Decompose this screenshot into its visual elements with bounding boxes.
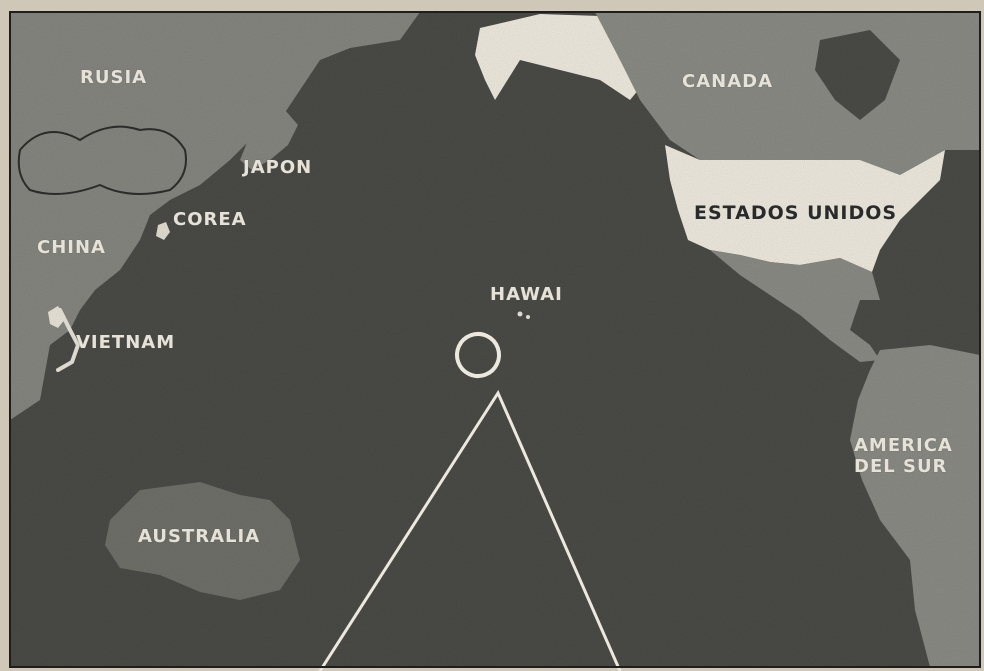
hawaii-island <box>526 315 530 319</box>
korea-land <box>156 222 170 240</box>
triangle-marker <box>318 389 622 671</box>
label-australia: AUSTRALIA <box>138 526 261 547</box>
china-outline <box>17 125 187 195</box>
usa-land <box>665 145 945 272</box>
japan-land <box>240 110 298 170</box>
label-hawai: HAWAI <box>490 284 563 305</box>
label-corea: COREA <box>173 209 247 230</box>
hainan-land <box>48 306 66 328</box>
label-vietnam: VIETNAM <box>76 332 176 353</box>
hudson-bay <box>815 30 900 120</box>
asia-landmass <box>10 12 420 420</box>
hawaii-island <box>517 311 523 317</box>
label-america-line-2: DEL SUR <box>854 455 948 477</box>
label-china: CHINA <box>37 237 106 258</box>
australia-land <box>105 482 300 600</box>
ring-outline-marker <box>455 332 501 378</box>
vietnam-coast <box>56 308 81 372</box>
label-america-line-1: AMERICA <box>854 435 953 456</box>
central-america-land <box>710 250 880 362</box>
label-canada: CANADA <box>682 71 774 92</box>
label-rusia: RUSIA <box>80 67 148 88</box>
map-border <box>9 11 981 668</box>
label-america-del-sur: AMERICA DEL SUR <box>854 435 953 477</box>
alaska-land <box>475 14 640 100</box>
label-japon: JAPON <box>243 157 313 178</box>
south-america-land <box>850 345 980 667</box>
label-estados-unidos: ESTADOS UNIDOS <box>694 202 898 224</box>
